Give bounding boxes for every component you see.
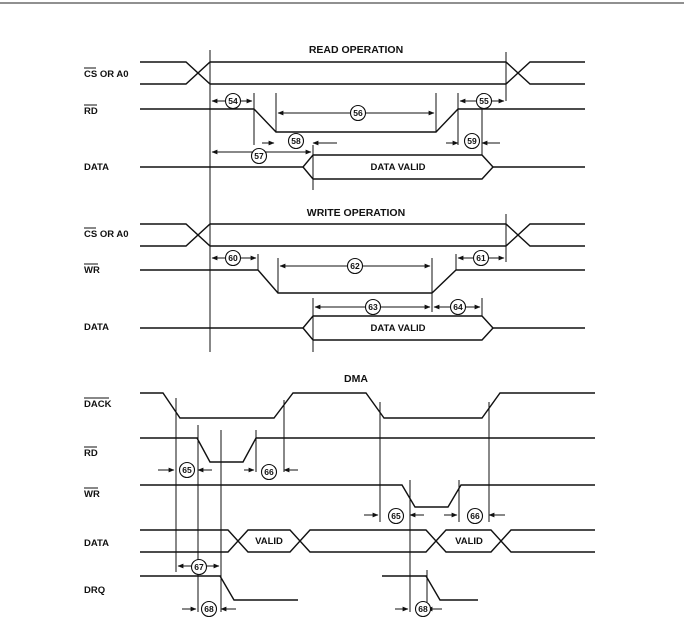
read-cs-label: CS OR A0 xyxy=(84,69,129,80)
dma-wr-label: WR xyxy=(84,489,100,500)
write-data-waveform-lower xyxy=(302,327,494,341)
timing-marker xyxy=(224,92,242,110)
timing-marker xyxy=(472,249,490,267)
write-cs-label: CS OR A0 xyxy=(84,229,129,240)
timing-number: 68 xyxy=(204,604,214,614)
dma-wr-waveform xyxy=(140,484,595,508)
dma-rd-label: RD xyxy=(84,448,98,459)
dma-drq-label: DRQ xyxy=(84,585,105,596)
read-rd-waveform xyxy=(140,108,585,133)
timing-number: 68 xyxy=(418,604,428,614)
timing-marker xyxy=(364,298,382,316)
timing-marker xyxy=(224,249,242,267)
dma-drq-waveform xyxy=(140,575,298,601)
write-operation-section: WRITE OPERATION CS OR A0 WR DATA DATA VA… xyxy=(84,207,585,352)
timing-number: 66 xyxy=(264,467,274,477)
timing-marker xyxy=(414,600,432,618)
dma-data-waveform-right xyxy=(500,529,595,553)
timing-marker xyxy=(346,257,364,275)
timing-number: 57 xyxy=(254,151,264,161)
timing-marker xyxy=(463,132,481,150)
timing-marker xyxy=(449,298,467,316)
read-operation-section: READ OPERATION CS OR A0 RD DATA DATA VAL… xyxy=(84,44,585,190)
timing-number: 66 xyxy=(470,511,480,521)
write-cs-waveform-lower xyxy=(140,223,585,247)
dma-dack-label: DACK xyxy=(84,399,112,410)
timing-marker xyxy=(200,600,218,618)
write-cs-waveform-upper xyxy=(140,223,585,247)
timing-marker xyxy=(475,92,493,110)
dma-title: DMA xyxy=(344,373,368,385)
dma-data-waveform-left xyxy=(140,529,239,553)
read-data-waveform-lower xyxy=(302,166,494,180)
timing-marker xyxy=(287,132,305,150)
dma-valid-label: VALID xyxy=(255,536,283,547)
timing-marker xyxy=(387,507,405,525)
timing-marker xyxy=(250,147,268,165)
dma-valid-label: VALID xyxy=(455,536,483,547)
timing-number: 64 xyxy=(453,302,463,312)
timing-number: 56 xyxy=(353,108,363,118)
dma-data-label: DATA xyxy=(84,538,109,549)
read-cs-waveform-upper xyxy=(140,61,585,85)
read-data-valid-label: DATA VALID xyxy=(370,162,425,173)
timing-number: 62 xyxy=(350,261,360,271)
timing-marker xyxy=(260,463,278,481)
timing-number: 59 xyxy=(467,136,477,146)
write-data-label: DATA xyxy=(84,322,109,333)
timing-number: 61 xyxy=(476,253,486,263)
write-data-valid-label: DATA VALID xyxy=(370,323,425,334)
read-data-waveform-upper xyxy=(140,154,585,168)
read-operation-title: READ OPERATION xyxy=(309,44,403,56)
timing-marker xyxy=(190,558,208,576)
timing-number: 65 xyxy=(391,511,401,521)
dma-section: DMA DACK RD WR DATA DRQ VALID VALID xyxy=(84,373,595,618)
timing-marker xyxy=(349,104,367,122)
timing-marker xyxy=(178,461,196,479)
read-cs-waveform-lower xyxy=(140,61,585,85)
timing-number: 60 xyxy=(228,253,238,263)
read-rd-label: RD xyxy=(84,106,98,117)
write-data-waveform-upper xyxy=(140,315,585,329)
write-wr-waveform xyxy=(140,269,585,294)
timing-marker xyxy=(466,507,484,525)
dma-data-waveform-mid xyxy=(299,529,437,553)
dma-dack-waveform xyxy=(140,392,595,419)
timing-number: 65 xyxy=(182,465,192,475)
write-wr-label: WR xyxy=(84,265,100,276)
dma-drq-waveform xyxy=(382,575,478,601)
timing-number: 55 xyxy=(479,96,489,106)
timing-number: 63 xyxy=(368,302,378,312)
timing-number: 54 xyxy=(228,96,238,106)
write-operation-title: WRITE OPERATION xyxy=(307,207,405,219)
dma-rd-waveform xyxy=(140,437,595,463)
read-data-label: DATA xyxy=(84,162,109,173)
timing-number: 58 xyxy=(291,136,301,146)
timing-number: 67 xyxy=(194,562,204,572)
